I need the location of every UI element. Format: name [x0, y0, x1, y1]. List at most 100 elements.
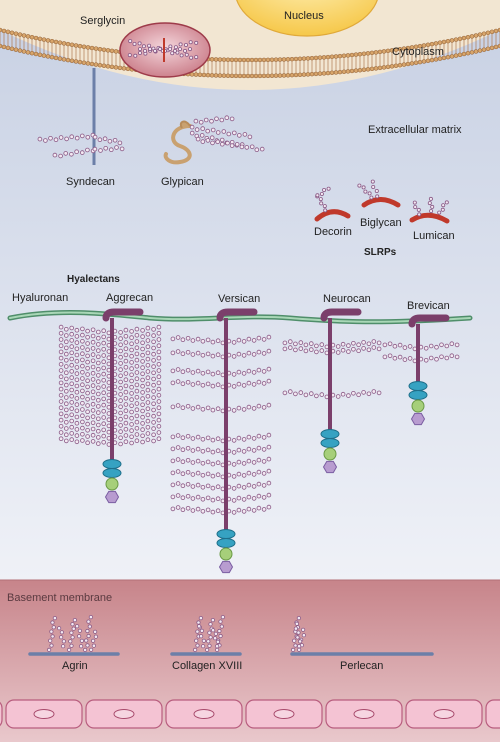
- gag-chain: [282, 389, 330, 400]
- brevican: [382, 314, 460, 426]
- gag-chain: [112, 330, 162, 341]
- glypican-anchor: [179, 120, 191, 129]
- gag-chain: [170, 505, 226, 516]
- gag-chain: [170, 481, 226, 492]
- gag-chain: [357, 183, 374, 200]
- versican-label: Versican: [218, 293, 261, 305]
- gag-chain: [112, 392, 162, 403]
- gag-chain: [211, 628, 220, 649]
- gag-chain: [193, 615, 203, 653]
- gag-chain: [58, 361, 112, 373]
- gag-chain: [112, 374, 162, 385]
- collagen-xviii-label: Collagen XVIII: [172, 660, 243, 672]
- syndecan-chains: [37, 132, 125, 159]
- hyalectans-label: Hyalectans: [67, 274, 120, 285]
- core-protein-head: [408, 314, 450, 328]
- gag-chain: [58, 392, 112, 404]
- gag-chain: [46, 615, 58, 653]
- epithelial-cell: [0, 701, 3, 727]
- gag-chain: [58, 343, 112, 354]
- epithelial-cell: [245, 699, 323, 729]
- gag-chain: [112, 399, 162, 410]
- gag-chain: [195, 136, 245, 150]
- gag-chain: [58, 399, 112, 410]
- gag-chain: [67, 617, 78, 653]
- serglycin-label: Serglycin: [80, 15, 126, 27]
- epithelial-cell: [405, 699, 483, 729]
- epithelial-cell: [5, 699, 83, 729]
- epithelial-cell: [85, 699, 163, 729]
- core-protein-head: [320, 308, 362, 322]
- globular-domains: [320, 429, 340, 474]
- biglycan-core: [361, 197, 401, 208]
- gag-chain: [226, 402, 272, 413]
- gag-chain: [170, 379, 226, 390]
- gag-chain: [412, 200, 422, 217]
- gag-chain: [112, 343, 162, 354]
- gag-chain: [112, 337, 162, 348]
- gag-chain: [437, 200, 449, 215]
- gag-chain: [370, 179, 380, 199]
- hyalectans: [58, 308, 460, 574]
- gag-chain: [112, 324, 162, 335]
- gag-chain: [226, 432, 272, 443]
- lumican-core: [409, 212, 450, 224]
- epithelial-cell: [165, 699, 243, 729]
- gag-chain: [170, 445, 226, 456]
- cytoplasm-label: Cytoplasm: [392, 46, 444, 58]
- gag-chain: [112, 436, 162, 447]
- globular-domains: [216, 529, 236, 574]
- core-protein-head: [216, 308, 258, 322]
- decorin-label: Decorin: [314, 226, 352, 238]
- gag-chain: [58, 368, 112, 379]
- agrin-label: Agrin: [62, 660, 88, 672]
- gag-chain: [92, 134, 123, 146]
- epithelial-cells: [0, 699, 500, 729]
- globular-domains: [408, 381, 428, 426]
- gag-chain: [58, 436, 112, 447]
- gag-chain: [170, 367, 226, 378]
- decorin-core: [314, 209, 351, 222]
- gag-chain: [83, 614, 94, 653]
- gag-chain: [282, 339, 330, 350]
- slrps-label: SLRPs: [364, 247, 397, 258]
- syndecan-label: Syndecan: [66, 176, 115, 188]
- gag-chain: [382, 353, 418, 364]
- gag-chain: [193, 115, 235, 125]
- gag-chain: [89, 629, 99, 652]
- gag-chain: [58, 405, 112, 416]
- nucleus-label: Nucleus: [284, 10, 324, 22]
- perlecan-label: Perlecan: [340, 660, 384, 672]
- gag-chain: [112, 368, 162, 379]
- gag-chain: [418, 341, 460, 351]
- gag-chain: [112, 411, 162, 422]
- aggrecan-label: Aggrecan: [106, 292, 154, 304]
- gag-chain: [56, 626, 67, 649]
- gag-chain: [330, 339, 382, 349]
- gag-chain: [226, 492, 272, 503]
- gag-chain: [330, 345, 382, 355]
- gag-chain: [58, 355, 112, 367]
- epithelial-cell: [325, 699, 403, 729]
- neurocan: [282, 308, 382, 474]
- gag-chain: [58, 411, 112, 423]
- gag-chain: [58, 324, 112, 336]
- gag-chain: [112, 349, 162, 360]
- epithelial-cell: [485, 699, 500, 729]
- neurocan-label: Neurocan: [323, 293, 371, 305]
- gag-chain: [170, 433, 226, 444]
- gag-chain: [382, 341, 418, 352]
- gag-chain: [170, 457, 226, 468]
- nucleus-shape: [236, 0, 378, 37]
- gag-chain: [112, 417, 162, 428]
- gag-chain: [170, 493, 226, 504]
- extracellular-matrix-label: Extracellular matrix: [368, 124, 462, 136]
- gag-chain: [330, 389, 382, 399]
- gag-chain: [170, 349, 226, 360]
- hyaluronan-label: Hyaluronan: [12, 292, 69, 304]
- gag-chain: [112, 423, 162, 434]
- gag-chain: [170, 403, 226, 414]
- biglycan-label: Biglycan: [360, 217, 402, 229]
